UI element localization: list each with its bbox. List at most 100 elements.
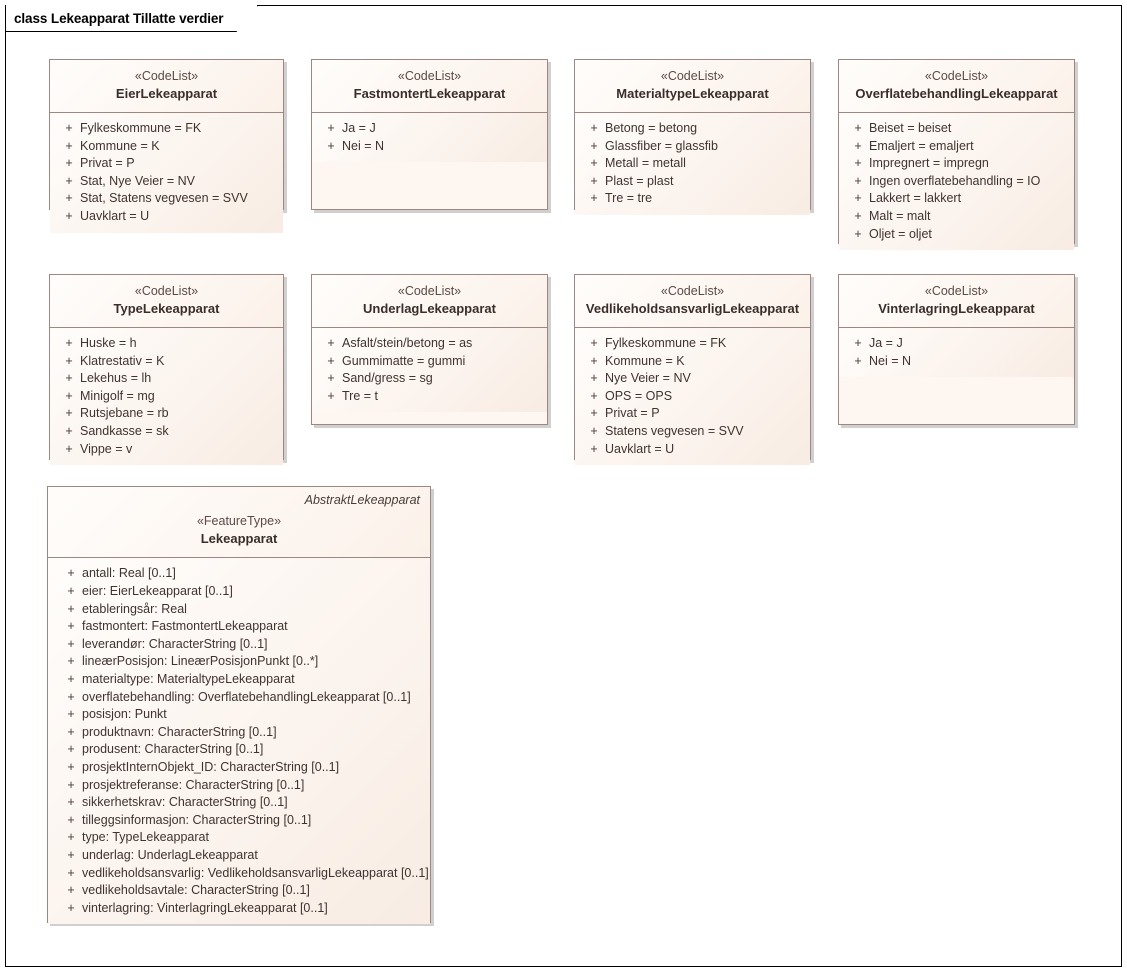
attribute-text: Uavklart = U: [80, 208, 150, 223]
class-box-overflatebehandlinglekeapparat[interactable]: «CodeList» OverflatebehandlingLekeappara…: [838, 59, 1075, 251]
attribute-visibility: +: [65, 120, 73, 135]
class-attribute: +Sand/gress = sg: [312, 370, 547, 388]
class-attribute: +etableringsår: Real: [48, 601, 430, 619]
attribute-text: Klatrestativ = K: [80, 353, 165, 368]
attribute-text: Metall = metall: [605, 156, 686, 171]
class-attribute: +Rutsjebane = rb: [50, 405, 283, 423]
attribute-text: Huske = h: [80, 335, 137, 350]
class-header: «CodeList» TypeLekeapparat: [50, 275, 283, 328]
attribute-text: Tre = tre: [605, 191, 653, 206]
attribute-text: Nei = N: [342, 138, 385, 153]
attribute-visibility: +: [67, 724, 75, 739]
attribute-text: posisjon: Punkt: [82, 707, 167, 722]
class-attribute: +underlag: UnderlagLekeapparat: [48, 847, 430, 865]
attribute-visibility: +: [854, 353, 862, 368]
class-name: Lekeapparat: [200, 530, 278, 546]
attribute-text: materialtype: MaterialtypeLekeapparat: [82, 672, 295, 687]
attribute-visibility: +: [590, 138, 598, 153]
attribute-visibility: +: [67, 777, 75, 792]
class-attribute: +produsent: CharacterString [0..1]: [48, 741, 430, 759]
class-box-vinterlagringlekeapparat[interactable]: «CodeList» VinterlagringLekeapparat +Ja …: [838, 274, 1075, 425]
class-box-materialtypelekeapparat[interactable]: «CodeList» MaterialtypeLekeapparat +Beto…: [574, 59, 811, 215]
attribute-text: Malt = malt: [869, 208, 931, 223]
attribute-text: Stat, Statens vegvesen = SVV: [80, 191, 248, 206]
class-attribute-list: +Ja = J+Nei = N: [839, 327, 1074, 378]
class-attribute: +produktnavn: CharacterString [0..1]: [48, 724, 430, 742]
class-attribute: +type: TypeLekeapparat: [48, 829, 430, 847]
class-attribute: +Minigolf = mg: [50, 388, 283, 406]
class-name: FastmontertLekeapparat: [353, 86, 506, 102]
attribute-visibility: +: [854, 138, 862, 153]
class-attribute: +leverandør: CharacterString [0..1]: [48, 636, 430, 654]
diagram-title: class Lekeapparat Tillatte verdier: [14, 10, 224, 26]
class-name: VedlikeholdsansvarligLekeapparat: [585, 301, 800, 317]
attribute-text: Glassfiber = glassfib: [605, 138, 718, 153]
attribute-visibility: +: [65, 371, 73, 386]
attribute-text: Minigolf = mg: [80, 388, 155, 403]
class-attribute: + Fylkeskommune = FK: [50, 120, 283, 138]
class-attribute: +Privat = P: [50, 155, 283, 173]
attribute-visibility: +: [590, 406, 598, 421]
attribute-visibility: +: [327, 138, 335, 153]
class-header: «CodeList» VinterlagringLekeapparat: [839, 275, 1074, 328]
class-attribute: +eier: EierLekeapparat [0..1]: [48, 583, 430, 601]
attribute-visibility: +: [327, 353, 335, 368]
class-attribute-list: +Betong = betong+Glassfiber = glassfib+M…: [575, 112, 810, 215]
class-box-fastmontertlekeapparat[interactable]: «CodeList» FastmontertLekeapparat +Ja = …: [311, 59, 548, 210]
attribute-visibility: +: [854, 226, 862, 241]
attribute-visibility: +: [67, 672, 75, 687]
class-box-underlaglekeapparat[interactable]: «CodeList» UnderlagLekeapparat +Asfalt/s…: [311, 274, 548, 425]
attribute-visibility: +: [327, 120, 335, 135]
attribute-visibility: +: [67, 566, 75, 581]
class-attribute: +Metall = metall: [575, 155, 810, 173]
class-attribute: +Kommune = K: [575, 353, 810, 371]
attribute-visibility: +: [67, 654, 75, 669]
class-attribute-list: + antall: Real [0..1] +eier: EierLekeappar…: [48, 558, 430, 925]
attribute-text: lineærPosisjon: LineærPosisjonPunkt [0..…: [82, 654, 319, 669]
class-attribute: + Malt = malt: [839, 208, 1074, 226]
class-stereotype: «CodeList»: [660, 69, 725, 83]
attribute-text: Sand/gress = sg: [342, 371, 433, 386]
attribute-visibility: +: [67, 795, 75, 810]
attribute-visibility: +: [67, 689, 75, 704]
attribute-text: Lakkert = lakkert: [869, 191, 962, 206]
attribute-visibility: +: [67, 636, 75, 651]
attribute-text: antall: Real [0..1]: [82, 566, 176, 581]
class-attribute: +Privat = P: [575, 405, 810, 423]
class-attribute: +Impregnert = impregn: [839, 155, 1074, 173]
class-attribute-list: +Asfalt/stein/betong = as+Gummimatte = g…: [312, 327, 547, 413]
class-attribute: +Vippe = v: [50, 441, 283, 459]
class-box-typelekeapparat[interactable]: «CodeList» TypeLekeapparat +Huske = h+Kl…: [49, 274, 284, 466]
attribute-text: etableringsår: Real: [82, 601, 187, 616]
class-box-eierlekeapparat[interactable]: «CodeList» EierLekeapparat +Fylkeskommun…: [49, 59, 284, 233]
attribute-text: Stat, Nye Veier = NV: [80, 173, 195, 188]
attribute-text: Impregnert = impregn: [869, 156, 989, 171]
class-stereotype: «CodeList»: [397, 69, 462, 83]
attribute-visibility: +: [67, 707, 75, 722]
attribute-visibility: +: [590, 388, 598, 403]
attribute-visibility: +: [67, 847, 75, 862]
class-attribute-list: +Fylkeskommune = FK+Kommune = K+Nye Veie…: [575, 327, 810, 466]
class-header: «CodeList» OverflatebehandlingLekeappara…: [839, 60, 1074, 113]
class-box-lekeapparat[interactable]: AbstraktLekeapparat «FeatureType» Lekeap…: [47, 486, 431, 925]
class-attribute: + materialtype: MaterialtypeLekeapparat: [48, 671, 430, 689]
attribute-visibility: +: [67, 619, 75, 634]
class-attribute: +Nye Veier = NV: [575, 370, 810, 388]
attribute-visibility: +: [590, 353, 598, 368]
attribute-text: Statens vegvesen = SVV: [605, 423, 744, 438]
class-header: «CodeList» MaterialtypeLekeapparat: [575, 60, 810, 113]
attribute-text: Asfalt/stein/betong = as: [342, 335, 473, 350]
attribute-text: Fylkeskommune = FK: [80, 120, 202, 135]
attribute-text: overflatebehandling: Overflatebehandling…: [82, 689, 411, 704]
attribute-text: vedlikeholdsavtale: CharacterString [0..…: [82, 883, 310, 898]
attribute-text: vinterlagring: VinterlagringLekeapparat …: [82, 900, 328, 915]
class-box-vedlikeholdsansvarliglekeapparat[interactable]: «CodeList» VedlikeholdsansvarligLekeappa…: [574, 274, 811, 466]
class-stereotype: «CodeList»: [134, 284, 199, 298]
attribute-visibility: +: [67, 865, 75, 880]
attribute-text: Nei = N: [869, 353, 912, 368]
attribute-visibility: +: [854, 208, 862, 223]
attribute-text: prosjektreferanse: CharacterString [0..1…: [82, 777, 305, 792]
attribute-visibility: +: [854, 120, 862, 135]
attribute-text: Vippe = v: [80, 441, 133, 456]
